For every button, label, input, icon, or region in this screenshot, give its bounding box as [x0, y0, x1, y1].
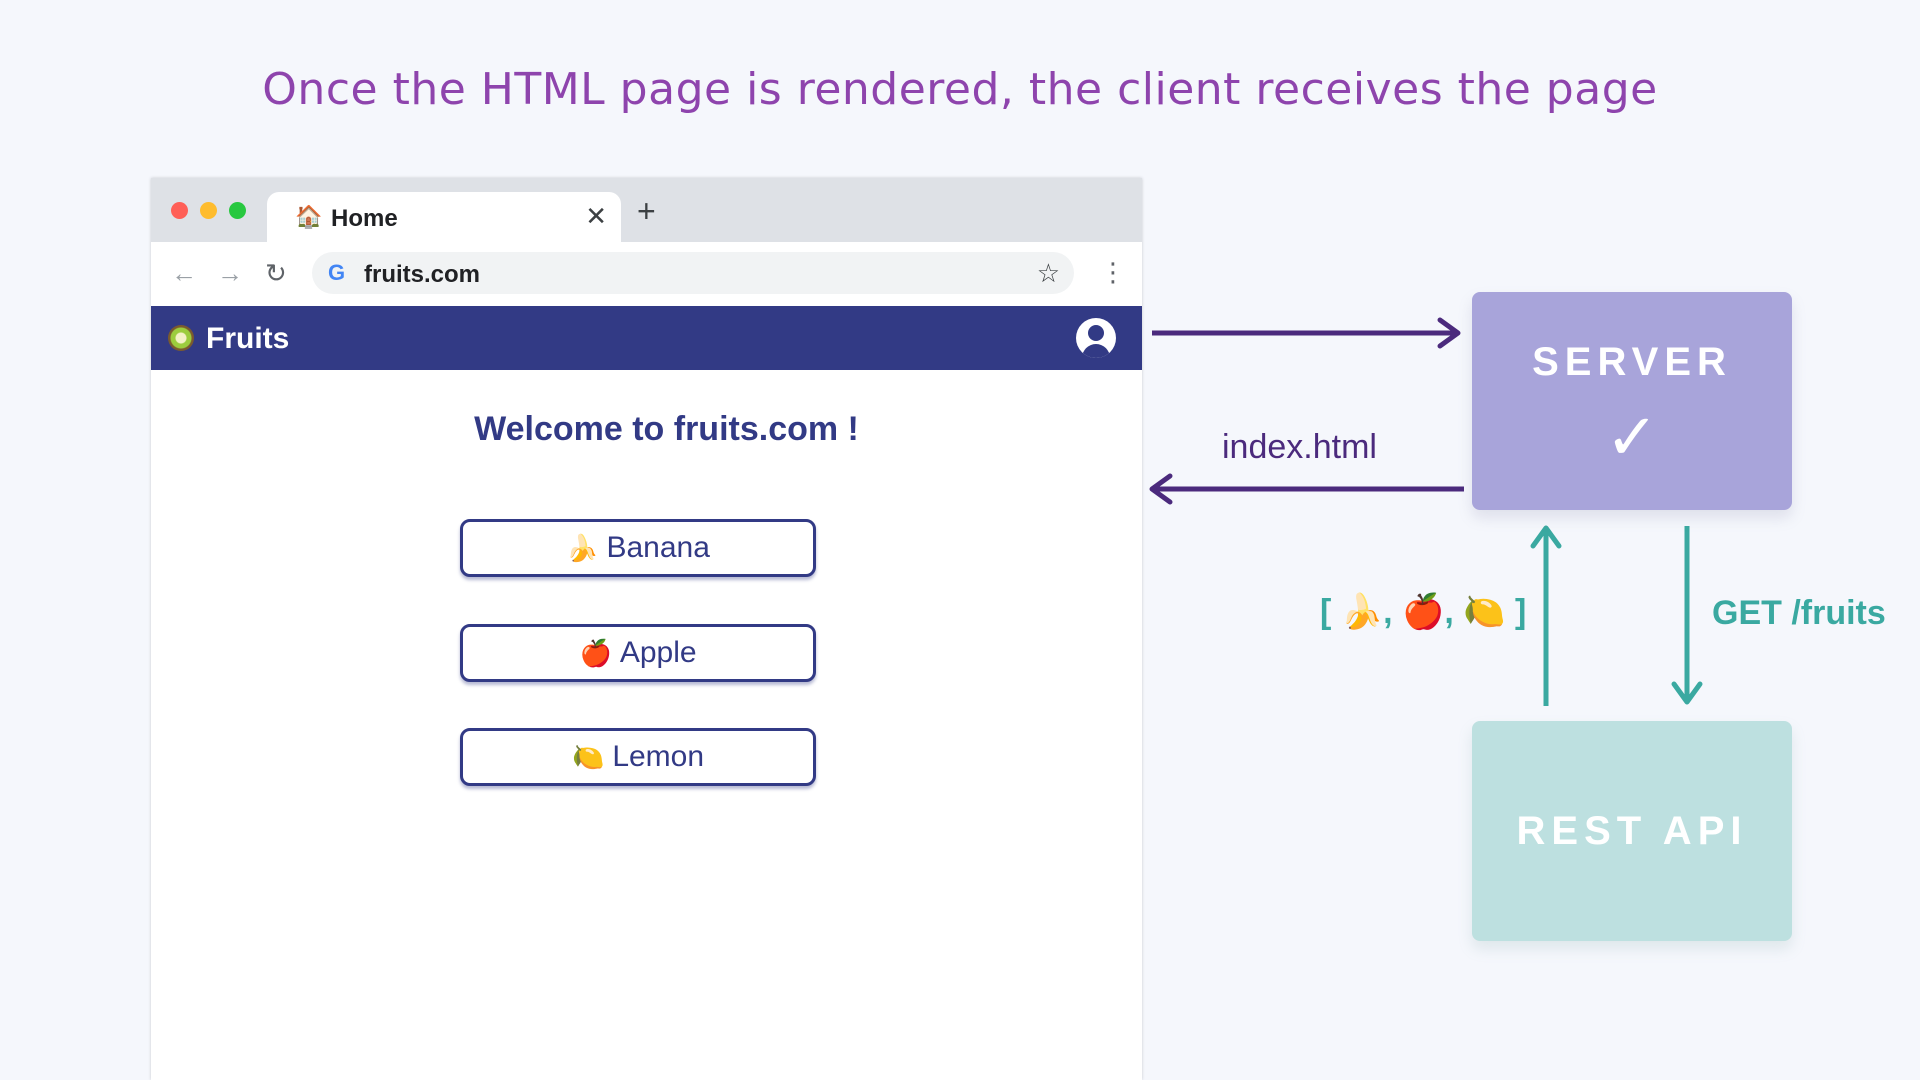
fruit-data-label: [ 🍌, 🍎, 🍋 ]	[1320, 593, 1527, 631]
url-text[interactable]: fruits.com	[364, 261, 481, 288]
slide-title: Once the HTML page is rendered, the clie…	[262, 64, 1658, 115]
banana-button-label: Banana	[606, 531, 710, 564]
request-arrow	[1152, 317, 1461, 349]
get-fruits-label: GET /fruits	[1712, 594, 1886, 632]
house-icon: 🏠	[295, 204, 323, 229]
request-down-arrow	[1671, 526, 1703, 705]
response-arrow	[1149, 473, 1464, 505]
tab-label: Home	[331, 205, 398, 232]
banana-icon: 🍌	[566, 533, 599, 563]
apple-button[interactable]: 🍎Apple	[460, 624, 816, 682]
tab-home[interactable]: 🏠 Home ✕	[267, 192, 621, 242]
bookmark-star-icon[interactable]: ☆	[1036, 258, 1060, 288]
reload-icon[interactable]: ↻	[265, 258, 287, 288]
tab-strip: 🏠 Home ✕ +	[151, 178, 1142, 242]
browser-toolbar: ← → ↻ G fruits.com ☆ ⋮	[151, 242, 1142, 306]
data-up-arrow	[1530, 525, 1562, 706]
welcome-heading: Welcome to fruits.com !	[474, 410, 859, 448]
apple-button-label: Apple	[619, 636, 697, 669]
app-header: Fruits	[151, 306, 1142, 370]
app-title[interactable]: Fruits	[206, 322, 290, 355]
banana-button[interactable]: 🍌Banana	[460, 519, 816, 577]
checkmark-icon: ✓	[1605, 401, 1659, 473]
browser-window: 🏠 Home ✕ + ← → ↻ G fruits.com ☆ ⋮ Fruits…	[151, 178, 1142, 1080]
browser-menu-icon[interactable]: ⋮	[1100, 257, 1126, 287]
minimize-window-button[interactable]	[200, 202, 217, 219]
server-box: SERVER ✓	[1472, 292, 1792, 510]
close-window-button[interactable]	[171, 202, 188, 219]
lemon-button[interactable]: 🍋Lemon	[460, 728, 816, 786]
google-icon: G	[328, 260, 346, 285]
apple-icon: 🍎	[579, 638, 612, 668]
new-tab-button[interactable]: +	[637, 193, 656, 229]
server-label: SERVER	[1532, 340, 1732, 384]
rest-api-label: REST API	[1516, 809, 1748, 853]
lemon-button-label: Lemon	[612, 740, 705, 773]
forward-arrow-icon[interactable]: →	[217, 258, 243, 288]
address-bar[interactable]: G fruits.com ☆	[312, 252, 1074, 294]
user-avatar-icon[interactable]	[1076, 318, 1116, 358]
close-tab-icon[interactable]: ✕	[585, 201, 607, 231]
kiwi-icon	[168, 325, 194, 351]
index-html-label: index.html	[1222, 428, 1377, 466]
maximize-window-button[interactable]	[229, 202, 246, 219]
back-arrow-icon[interactable]: ←	[171, 258, 197, 288]
rest-api-box: REST API	[1472, 721, 1792, 941]
lemon-icon: 🍋	[571, 742, 605, 772]
